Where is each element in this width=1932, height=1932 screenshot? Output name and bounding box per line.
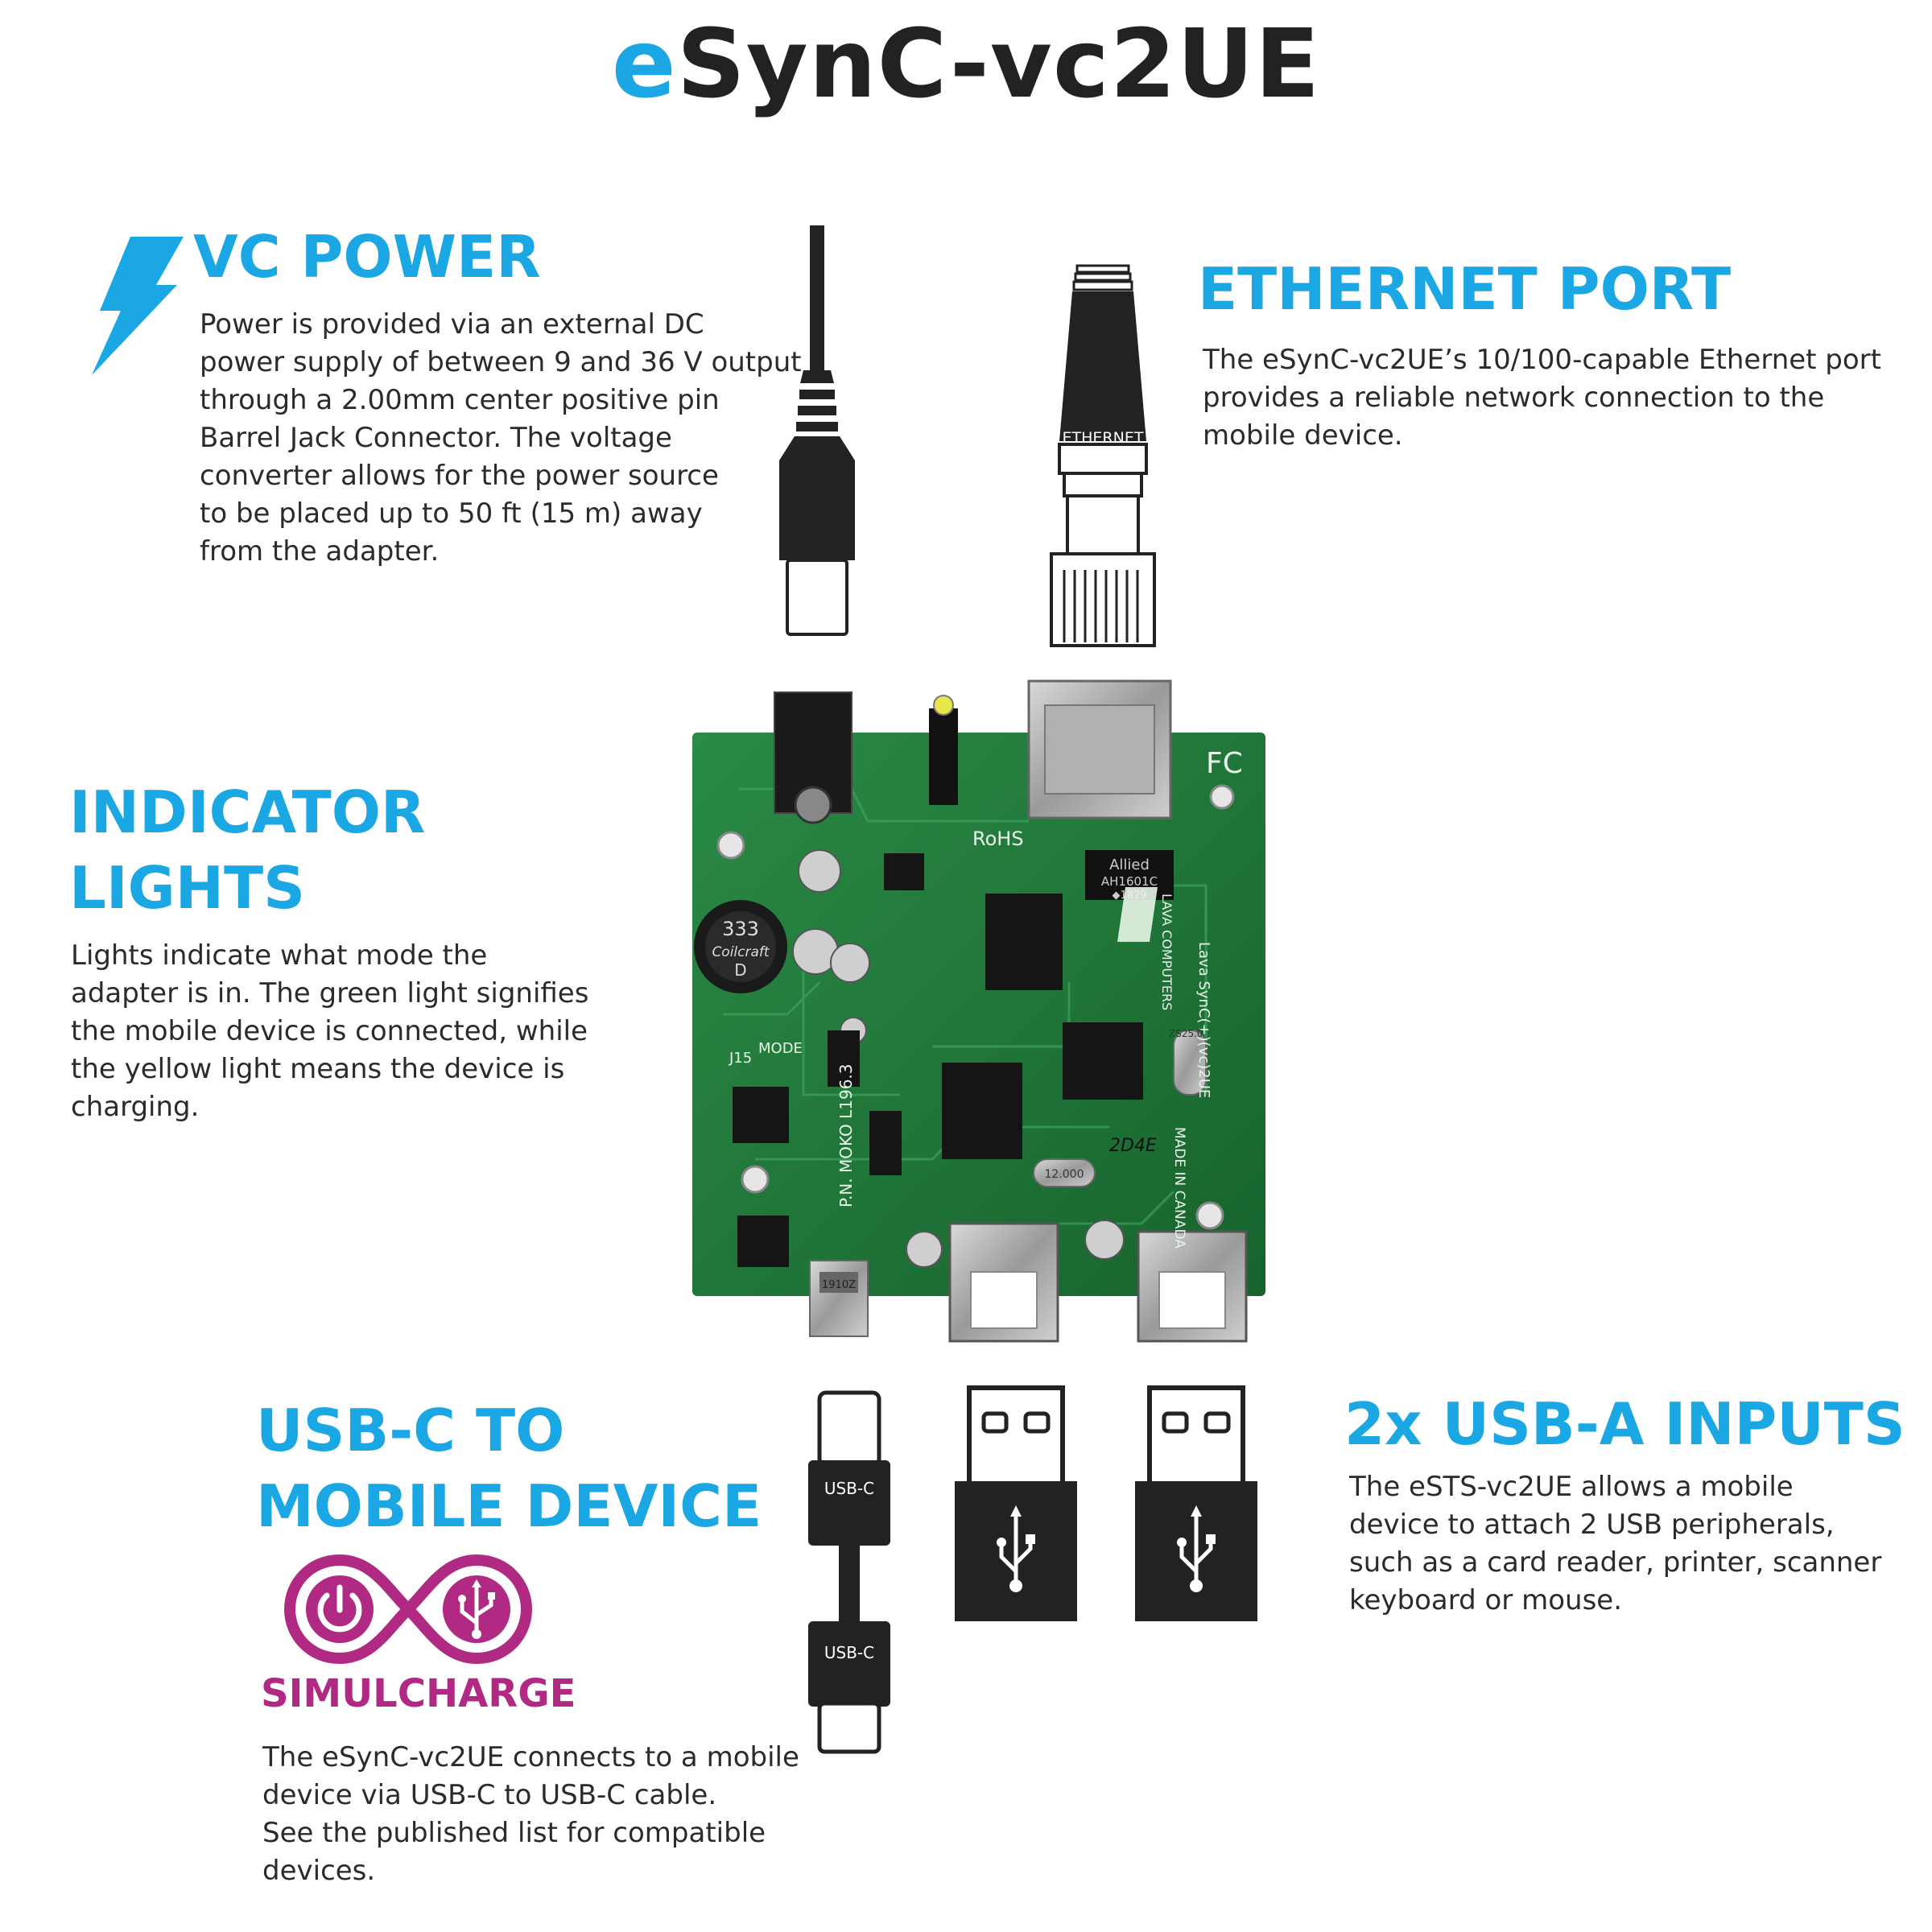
vc-power-line: from the adapter. bbox=[200, 535, 440, 568]
ethernet-line: mobile device. bbox=[1203, 419, 1403, 452]
usbc-heading-line: USB-C TO bbox=[256, 1397, 565, 1464]
ethernet-line: The eSynC-vc2UE’s 10/100-capable Etherne… bbox=[1203, 344, 1881, 376]
silkscreen-product: Lava SynC(+)(vc)2UE bbox=[1195, 942, 1212, 1098]
ethernet-description: The eSynC-vc2UE’s 10/100-capable Etherne… bbox=[1203, 341, 1881, 455]
ethernet-plug-label: ETHERNET bbox=[1063, 429, 1144, 447]
crystal-label: ZS25.0 bbox=[1169, 1028, 1203, 1039]
usb-c-plug-label: USB-C bbox=[824, 1479, 874, 1498]
usbc-line: devices. bbox=[262, 1855, 376, 1887]
usba-line: keyboard or mouse. bbox=[1349, 1584, 1623, 1616]
vc-power-line: Power is provided via an external DC bbox=[200, 308, 704, 341]
silkscreen-mode: MODE bbox=[758, 1040, 803, 1057]
usbc-heading-line: MOBILE DEVICE bbox=[256, 1472, 762, 1540]
usbc-line: See the published list for compatible bbox=[262, 1817, 766, 1849]
silkscreen-rohs: RoHS bbox=[972, 828, 1024, 850]
usb-c-cable-icon: USB-C USB-C bbox=[808, 1390, 890, 1754]
vc-power-heading: VC POWER bbox=[193, 223, 541, 291]
vc-power-line: power supply of between 9 and 36 V outpu… bbox=[200, 346, 802, 378]
inductor-value: 333 bbox=[722, 918, 759, 940]
silkscreen-j15: J15 bbox=[729, 1050, 752, 1067]
page-title: eSynC-vc2UE bbox=[611, 8, 1321, 119]
dc-barrel-plug-icon bbox=[779, 225, 855, 636]
usb-c-chip-label: 1910Z bbox=[822, 1279, 856, 1291]
usb-a-plug-icon bbox=[955, 1385, 1077, 1621]
handwritten-mark: 2D4E bbox=[1109, 1136, 1157, 1156]
usbc-heading: USB-C TO MOBILE DEVICE bbox=[256, 1393, 762, 1544]
inductor-brand: Coilcraft bbox=[712, 944, 770, 960]
usbc-line: The eSynC-vc2UE connects to a mobile bbox=[262, 1741, 799, 1773]
usba-line: such as a card reader, printer, scanner bbox=[1349, 1546, 1882, 1579]
usba-line: The eSTS-vc2UE allows a mobile bbox=[1349, 1471, 1794, 1503]
indicator-line: adapter is in. The green light signifies bbox=[71, 977, 589, 1009]
inductor-code: D bbox=[734, 960, 746, 980]
usbc-description: The eSynC-vc2UE connects to a mobile dev… bbox=[262, 1739, 799, 1890]
indicator-line: charging. bbox=[71, 1091, 200, 1123]
usbc-line: device via USB-C to USB-C cable. bbox=[262, 1779, 717, 1811]
usba-description: The eSTS-vc2UE allows a mobile device to… bbox=[1349, 1468, 1881, 1620]
simulcharge-logo-icon bbox=[283, 1554, 533, 1665]
indicator-line: Lights indicate what mode the bbox=[71, 939, 488, 972]
chip-label: AH1601C bbox=[1101, 874, 1158, 889]
silkscreen-fc: FC bbox=[1206, 747, 1243, 780]
simulcharge-label: SIMULCHARGE bbox=[261, 1671, 576, 1716]
vc-power-line: to be placed up to 50 ft (15 m) away bbox=[200, 497, 703, 530]
silkscreen-pn: P.N. MOKO L196.3 bbox=[836, 1064, 856, 1208]
ethernet-plug-icon: ETHERNET bbox=[1050, 264, 1156, 647]
usba-line: device to attach 2 USB peripherals, bbox=[1349, 1509, 1835, 1541]
indicator-line: the mobile device is connected, while bbox=[71, 1015, 588, 1047]
usb-a-plug-icon bbox=[1135, 1385, 1257, 1621]
indicator-description: Lights indicate what mode the adapter is… bbox=[71, 937, 588, 1126]
silkscreen-made-in: MADE IN CANADA bbox=[1171, 1127, 1187, 1249]
vc-power-description: Power is provided via an external DC pow… bbox=[200, 306, 802, 571]
silkscreen-lava: LAVA COMPUTERS bbox=[1159, 894, 1174, 1010]
ethernet-heading: ETHERNET PORT bbox=[1198, 255, 1732, 323]
usba-heading: 2x USB-A INPUTS bbox=[1344, 1390, 1905, 1458]
indicator-line: the yellow light means the device is bbox=[71, 1053, 565, 1085]
indicator-heading-line: LIGHTS bbox=[69, 854, 305, 922]
lightning-bolt-icon bbox=[92, 237, 184, 375]
vc-power-line: through a 2.00mm center positive pin bbox=[200, 384, 720, 416]
chip-label: Allied bbox=[1109, 857, 1150, 873]
vc-power-line: Barrel Jack Connector. The voltage bbox=[200, 422, 672, 454]
ethernet-line: provides a reliable network connection t… bbox=[1203, 382, 1825, 414]
indicator-heading: INDICATOR LIGHTS bbox=[69, 774, 425, 926]
vc-power-line: converter allows for the power source bbox=[200, 460, 719, 492]
usb-c-plug-label: USB-C bbox=[824, 1643, 874, 1662]
indicator-heading-line: INDICATOR bbox=[69, 778, 426, 846]
pcb-board-image: 333 Coilcraft D Allied AH1601C ◆1829 12.… bbox=[692, 679, 1265, 1343]
crystal-label: 12.000 bbox=[1045, 1168, 1084, 1181]
